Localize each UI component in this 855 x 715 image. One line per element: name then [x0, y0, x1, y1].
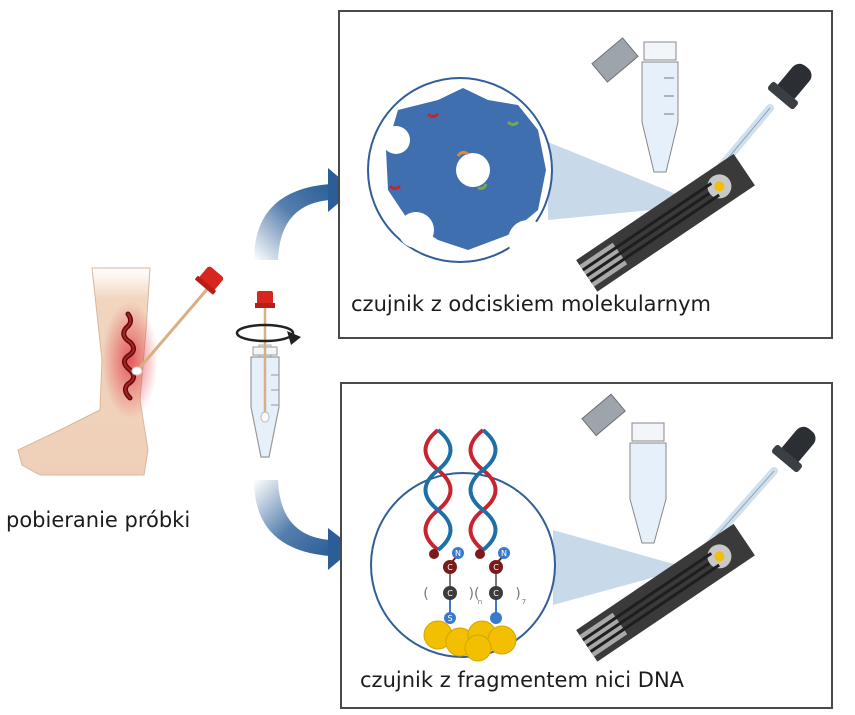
dna-zoom-circle: N N C C C C S ( ) )( n 7	[370, 428, 688, 662]
screen-printed-electrode-icon	[576, 153, 755, 292]
svg-text:N: N	[501, 549, 507, 558]
linker-molecule-icon: N N C C C C S ( ) )( n 7	[423, 547, 526, 624]
swab-icon	[131, 266, 224, 376]
rotation-arrow-icon	[235, 323, 301, 345]
svg-text:7: 7	[522, 598, 526, 606]
svg-text:C: C	[447, 589, 453, 598]
svg-text:C: C	[493, 589, 499, 598]
molecular-imprinted-polymer-icon	[382, 88, 548, 260]
dna-helix-icon	[423, 428, 498, 552]
leg-illustration	[17, 267, 158, 476]
dna-lab-equipment	[576, 393, 816, 662]
inflammation-glow	[102, 302, 158, 418]
zoom-beam	[548, 142, 703, 220]
sample-tube-icon	[629, 422, 667, 544]
svg-text:C: C	[447, 563, 453, 572]
mip-sensor-caption: czujnik z odciskiem molekularnym	[351, 292, 711, 316]
chip-icon	[581, 393, 626, 437]
zoom-beam	[553, 530, 688, 605]
svg-text:C: C	[493, 563, 499, 572]
chip-icon	[591, 37, 639, 83]
gold-nanoparticles-icon	[423, 620, 517, 662]
sample-tube-icon	[641, 41, 679, 173]
mip-lab-equipment	[576, 37, 812, 292]
svg-text:): )	[515, 586, 520, 602]
svg-text:n: n	[478, 598, 482, 606]
screen-printed-electrode-icon	[576, 523, 755, 662]
svg-text:(: (	[423, 586, 428, 602]
dna-sensor-caption: czujnik z fragmentem nici DNA	[360, 668, 685, 692]
sampling-label: pobieranie próbki	[6, 508, 191, 532]
svg-text:)(: )(	[469, 586, 480, 602]
svg-text:N: N	[455, 549, 461, 558]
svg-text:S: S	[447, 614, 452, 623]
sample-tube-with-swab-icon	[235, 291, 301, 458]
mip-zoom-circle	[367, 77, 703, 263]
